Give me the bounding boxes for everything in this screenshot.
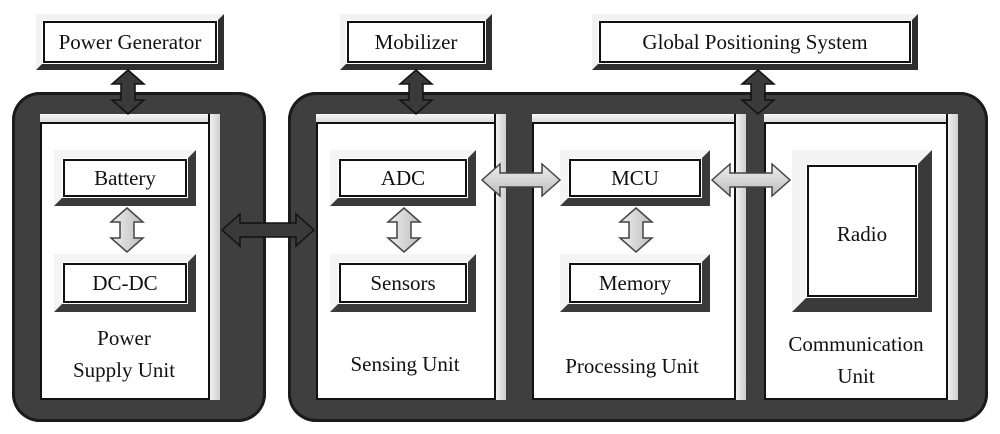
memory-frame: [569, 263, 701, 303]
power-generator-label: Power Generator: [58, 30, 202, 54]
battery-frame: [63, 159, 187, 197]
arrow-power-generator: [110, 69, 146, 115]
arrow-gps: [740, 69, 776, 115]
sensors-box: Sensors: [330, 254, 476, 312]
radio-frame: [807, 165, 917, 297]
adc-box: ADC: [330, 150, 476, 206]
power-generator-frame: [43, 21, 217, 63]
sensing-unit-title: Sensing Unit: [350, 352, 460, 376]
power-generator-box: Power Generator: [36, 14, 224, 70]
battery-label: Battery: [94, 166, 156, 190]
processing-unit-title: Processing Unit: [565, 354, 699, 378]
mobilizer-label: Mobilizer: [374, 30, 458, 54]
gps-frame: [599, 21, 911, 63]
mobilizer-frame: [347, 21, 485, 63]
mcu-frame: [569, 159, 701, 197]
dcdc-box: DC-DC: [54, 254, 196, 312]
power-supply-title-line1: Power: [97, 326, 151, 350]
adc-label: ADC: [380, 166, 426, 190]
arrow-battery-dcdc: [109, 207, 145, 253]
arrow-mcu-memory: [618, 207, 654, 253]
mobilizer-box: Mobilizer: [340, 14, 492, 70]
arrow-mcu-radio: [710, 162, 792, 198]
memory-box: Memory: [560, 254, 710, 312]
arrow-power-to-node: [220, 212, 316, 248]
dcdc-label: DC-DC: [92, 271, 158, 295]
sensors-frame: [339, 263, 467, 303]
power-supply-title-line2: Supply Unit: [72, 358, 176, 382]
gps-box: Global Positioning System: [592, 14, 918, 70]
memory-label: Memory: [598, 271, 672, 295]
battery-box: Battery: [54, 150, 196, 206]
communication-unit-title-line2: Unit: [837, 364, 875, 388]
arrow-mobilizer: [398, 69, 434, 115]
arrow-adc-mcu: [480, 162, 562, 198]
radio-box: Radio: [792, 150, 932, 312]
sensors-label: Sensors: [370, 271, 436, 295]
mcu-box: MCU: [560, 150, 710, 206]
dcdc-frame: [63, 263, 187, 303]
mcu-label: MCU: [611, 166, 659, 190]
adc-frame: [339, 159, 467, 197]
radio-label: Radio: [836, 222, 888, 246]
communication-unit-title-line1: Communication: [788, 332, 924, 356]
gps-label: Global Positioning System: [642, 30, 868, 54]
arrow-adc-sensors: [386, 207, 422, 253]
